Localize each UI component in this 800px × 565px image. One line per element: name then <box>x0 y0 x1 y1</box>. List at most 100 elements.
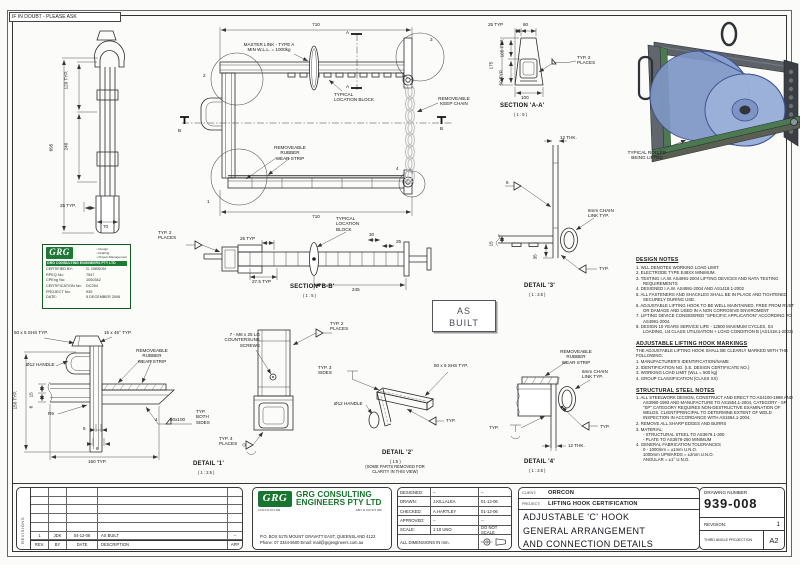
if-in-doubt-note: IF IN DOUBT - PLEASE ASK <box>9 12 121 22</box>
third-angle-projection-icon <box>479 535 511 549</box>
company-address: P.O. BOX 5175 MOUNT GRAVATT EAST, QUEENS… <box>260 534 376 540</box>
section-aa-view <box>500 28 577 97</box>
steel-note: 3. MATERIAL: - STRUCTURAL STEEL TO AS367… <box>636 426 725 442</box>
section-b-marker-right: B <box>440 126 444 131</box>
d1-chamfer-label: 15 x 45° TYP. <box>104 330 132 335</box>
steel-notes-title: STRUCTURAL STEEL NOTES <box>636 387 715 394</box>
info-label: DESIGNED: <box>398 488 431 497</box>
marking-note: 3. WORKING LOAD LIMIT (WLL = 500 kg) <box>636 370 718 376</box>
stamp-row-label: RPEQ No: <box>46 272 64 277</box>
d1-handle-label: Ø12 HANDLE <box>26 362 55 367</box>
design-note: 2. ELECTRODE TYPE E48XX MINIMUM. <box>636 270 716 276</box>
company-acn: ACN 010 974 289 <box>258 507 281 512</box>
side-dim-25: 25 TYP. <box>60 203 76 208</box>
d1-dim-15: 15 <box>28 392 34 398</box>
side-view <box>62 30 125 234</box>
d4-title: DETAIL '4' <box>524 459 555 465</box>
as-built-stamp: AS BUILT <box>432 300 496 332</box>
projection-label: THIRD ANGLE PROJECTION <box>704 537 753 542</box>
iso-roller-render <box>637 21 800 163</box>
info-value: -- <box>431 488 479 497</box>
company-name-2: ENGINEERS PTY LTD <box>296 498 382 508</box>
stamp-row-label: CERTIFIED BY: <box>46 267 73 272</box>
info-date: DO NOT SCALE <box>481 524 498 535</box>
side-dim-70: 70 <box>103 224 109 229</box>
d3-typ-label: TYP. <box>599 266 609 271</box>
saa-typ2-label: TYP. 2 PLACES <box>577 55 596 66</box>
sbb-scale: ( 1 : 5 ) <box>303 293 316 298</box>
d4-typ-left-label: TYP. <box>489 425 499 430</box>
revisions-side-label: REVISIONS <box>17 488 31 549</box>
saa-scale: ( 1 : 5 ) <box>514 112 527 117</box>
marking-note: 1. MANUFACTURER'S IDENTIFICATION/NAME <box>636 359 729 365</box>
d1-dim-6: 6 <box>28 405 34 409</box>
sheet-border-outer <box>7 10 792 557</box>
d3-title: DETAIL '3' <box>524 283 555 289</box>
fv-typ2-label: TYP. 2 PLACES <box>330 321 349 332</box>
saa-dim-50: 50 TYP. <box>498 69 504 86</box>
d2-note: (SOME PARTS REMOVED FOR CLARITY IN THIS … <box>365 464 425 475</box>
revision-value: 1 <box>776 520 780 528</box>
side-dim-695: 695 <box>48 143 54 152</box>
master-link-label: MASTER LINK - TYPE A MIN W.L.L. = 1000kg <box>243 42 295 53</box>
revision-label: REVISION: <box>704 521 727 527</box>
info-label: SCALE: <box>398 525 431 535</box>
drawing-title-line3: AND CONNECTION DETAILS <box>523 539 654 549</box>
balloon-3: 3 <box>430 37 433 42</box>
grg-logo: GRG <box>258 491 292 507</box>
detail-2-view <box>347 370 449 429</box>
steel-note: 2. REMOVE ALL SHARP EDGES AND BURRS <box>636 420 727 426</box>
sbb-dim-245: 245 <box>352 287 360 292</box>
design-note: 7. LIFTING DEVICE CONSIDERED "SPECIFIC A… <box>636 313 792 324</box>
d2-shs-label: 50 x 5 SHS TYP. <box>434 363 469 368</box>
info-value: 1:10 UNO <box>431 525 479 535</box>
info-date: 01-12-06 <box>481 499 498 505</box>
stamp-row-label: CPEng No: <box>46 278 65 283</box>
d1-dim-150v: 150 TYP. <box>12 390 18 410</box>
keep-chain-label: REMOVEABLE KEEP CHAIN <box>438 96 470 107</box>
markings-intro: THE ADJUSTABLE LIFTING HOOK SHALL BE CLE… <box>636 348 788 359</box>
plan-dim-top: 710 <box>312 22 320 27</box>
design-note: 8. DESIGN 10 YEARS SERVICE LIFE - 12500 … <box>636 324 793 335</box>
stamp-row-value: 1050342 <box>86 278 101 283</box>
stamp-row-value: DC254 <box>86 284 98 288</box>
drawing-number-label: DRAWING NUMBER <box>704 490 748 495</box>
d1-dim-6b: 6 <box>96 446 99 451</box>
design-note: 5. ALL FASTENERS AND SHACKLES SHALL BE I… <box>636 292 788 303</box>
saa-dim-100: 100 <box>521 95 529 100</box>
info-date: -- <box>481 489 484 495</box>
d3-dim-15: 15 <box>488 241 494 247</box>
info-value: J.KILLALEA <box>431 497 479 506</box>
d2-title: DETAIL '2' <box>382 450 413 456</box>
client-label: CLIENT: <box>522 491 537 495</box>
d2-typ-label: TYP. <box>446 418 456 423</box>
d4-wear-label: REMOVEABLE RUBBER WEAR STRIP <box>560 349 592 365</box>
company-block: GRG ACN 010 974 289 GRG CONSULTING ENGIN… <box>252 487 392 550</box>
section-bb-view <box>186 231 432 290</box>
detail-1-view <box>24 335 192 460</box>
sbb-dim-30: 30 <box>369 232 375 237</box>
design-note: 6. ADJUSTABLE LIFTING HOOK TO BE WELL MA… <box>636 302 794 313</box>
steel-note: 4. GENERAL FABRICATION TOLERANCES 0 - 10… <box>636 442 721 463</box>
d3-weld-size: 6 <box>506 180 509 185</box>
company-abn: ABN 11 010 974 289 <box>355 507 382 512</box>
design-note: 1. WLL DENOTES WORKING LOAD LIMIT. <box>636 264 720 270</box>
sbb-location-block-label: TYPICAL LOCATION BLOCK <box>336 216 360 232</box>
drawing-title-line1: ADJUSTABLE 'C' HOOK <box>523 512 630 522</box>
saa-dim-175: 175 <box>488 61 494 70</box>
stamp-row-value: G. GIBSON <box>86 267 106 272</box>
stamp-company: GRG CONSULTING ENGINEERS PTY LTD <box>46 261 127 267</box>
side-dim-120: 120 TYP. <box>63 70 69 90</box>
stamp-row-label: DATE: <box>46 295 57 300</box>
sbb-dim-25b: 25 <box>396 239 402 244</box>
stamp-row-label: CERTIFICATION No: <box>46 284 82 288</box>
side-dim-240: 240 <box>63 142 69 151</box>
info-label: DRAWN: <box>398 497 431 506</box>
design-notes-title: DESIGN NOTES <box>636 257 679 263</box>
d1-wear-label: REMOVEABLE RUBBER WEAR STRIP <box>136 348 168 364</box>
